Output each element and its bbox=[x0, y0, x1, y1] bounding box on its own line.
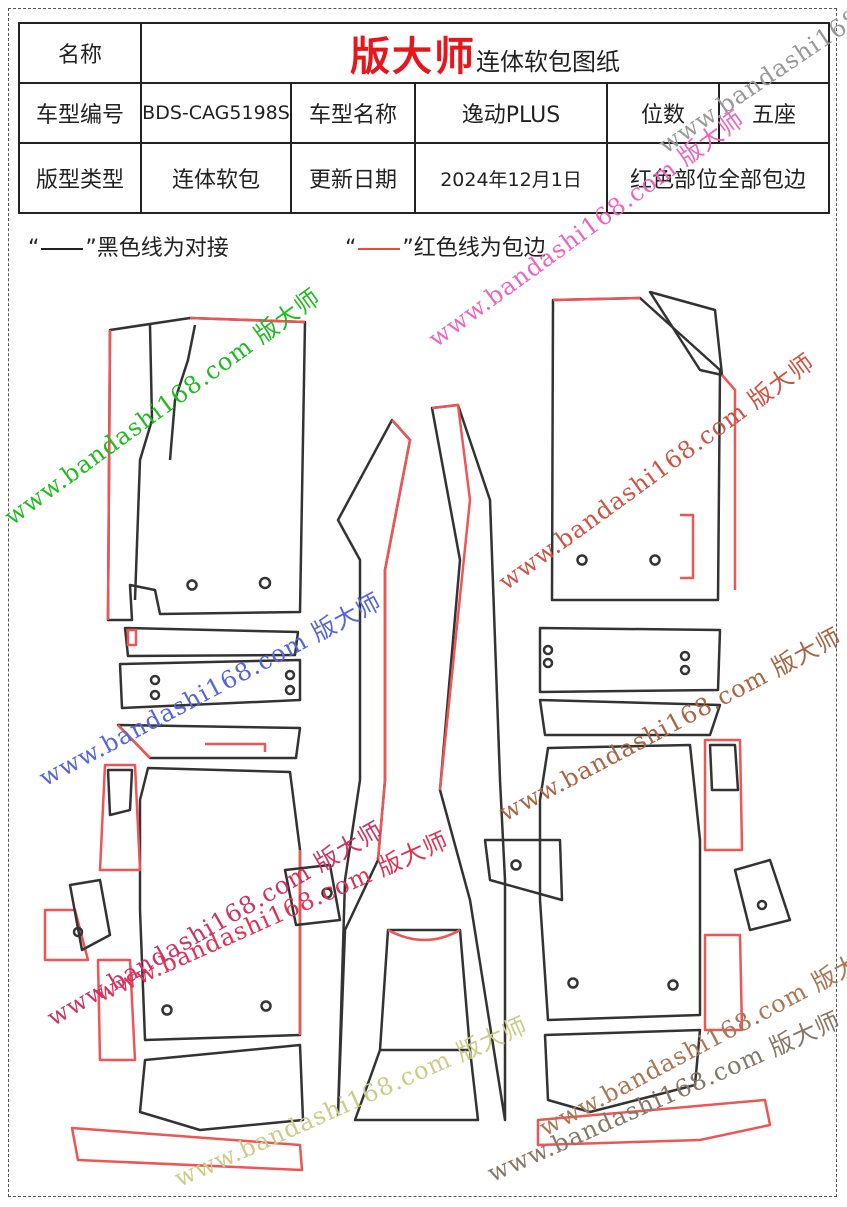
legend-red: “ ”红色线为包边 bbox=[345, 230, 546, 262]
right-strip-2 bbox=[538, 698, 722, 737]
left-front-floor-piece bbox=[106, 316, 307, 622]
left-bottom-strip bbox=[70, 1126, 304, 1172]
edge-note: 红色部位全部包边 bbox=[605, 142, 831, 214]
right-lower-panel bbox=[543, 1028, 702, 1114]
model-name-label: 车型名称 bbox=[290, 82, 416, 144]
drawing-border bbox=[8, 8, 837, 1197]
left-strip-2 bbox=[118, 658, 302, 710]
name-label: 名称 bbox=[18, 22, 142, 84]
right-clip-piece bbox=[483, 838, 564, 902]
model-code-label: 车型编号 bbox=[18, 82, 142, 144]
pattern-type-label: 版型类型 bbox=[18, 142, 142, 214]
left-side-piece bbox=[98, 763, 142, 872]
pattern-type: 连体软包 bbox=[140, 142, 292, 214]
legend-red-open-quote: “ bbox=[345, 236, 357, 261]
center-rear-panel bbox=[353, 928, 480, 1122]
model-name: 逸动PLUS bbox=[414, 82, 608, 144]
left-lower-panel bbox=[138, 1043, 305, 1132]
info-table: 名称 版大师连体软包图纸 车型编号 BDS-CAG5198S 车型名称 逸动PL… bbox=[18, 22, 831, 214]
right-bracket-piece bbox=[733, 858, 792, 932]
update-date: 2024年12月1日 bbox=[414, 142, 608, 214]
right-bottom-strip bbox=[536, 1098, 772, 1147]
seats-label: 位数 bbox=[606, 82, 720, 144]
update-date-label: 更新日期 bbox=[290, 142, 416, 214]
left-rear-floor-piece bbox=[138, 766, 302, 1042]
left-bracket-piece bbox=[43, 878, 112, 962]
seats-value: 五座 bbox=[717, 82, 831, 144]
left-strip-1 bbox=[123, 626, 300, 658]
brand-name: 版大师 bbox=[350, 34, 477, 80]
legend-black: “ ”黑色线为对接 bbox=[28, 230, 229, 262]
center-tunnel-left bbox=[336, 418, 412, 1117]
right-strip-1 bbox=[538, 626, 722, 694]
legend-black-open-quote: “ bbox=[28, 236, 40, 261]
center-tunnel-right bbox=[430, 403, 507, 1122]
doc-title: 连体软包图纸 bbox=[476, 48, 621, 76]
left-clip-piece bbox=[283, 863, 342, 927]
right-rear-floor-piece bbox=[538, 743, 702, 1022]
left-edge-strip bbox=[96, 958, 137, 1062]
left-strip-3 bbox=[116, 723, 302, 760]
right-side-piece bbox=[703, 738, 744, 852]
right-edge-strip bbox=[703, 933, 744, 1032]
doc-title-cell: 版大师连体软包图纸 bbox=[139, 22, 831, 84]
legend-black-text: ”黑色线为对接 bbox=[85, 236, 229, 261]
model-code: BDS-CAG5198S bbox=[140, 82, 292, 144]
red-line-sample bbox=[358, 248, 401, 250]
black-line-sample bbox=[41, 248, 84, 250]
right-front-floor-piece bbox=[550, 290, 737, 602]
legend-red-text: ”红色线为包边 bbox=[402, 236, 546, 261]
